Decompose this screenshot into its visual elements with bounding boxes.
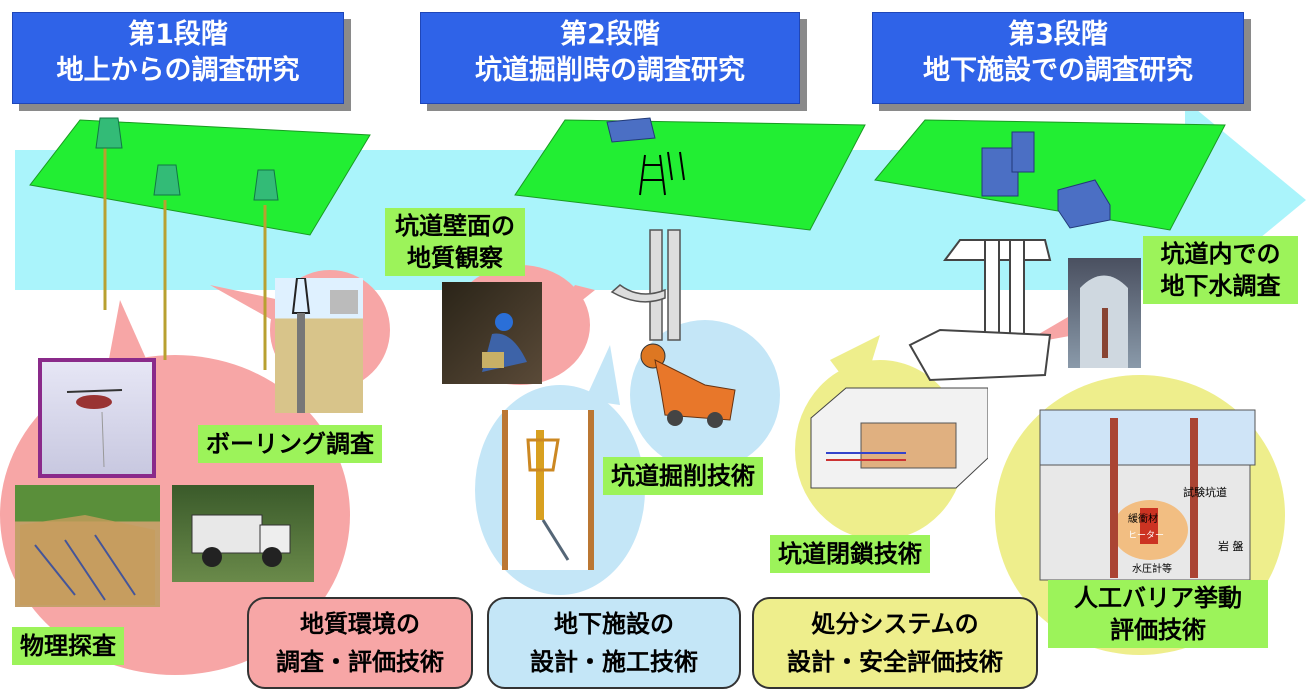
wall-observation-line1: 坑道壁面の — [395, 212, 515, 240]
helicopter-photo — [38, 358, 156, 478]
closure-tech-label: 坑道閉鎖技術 — [770, 535, 930, 573]
groundwater-line1: 坑道内での — [1160, 240, 1281, 268]
wall-observation-line2: 地質観察 — [407, 244, 503, 272]
stage-2-title: 第2段階 — [560, 19, 660, 50]
facility-buildings — [981, 131, 1111, 229]
category-geological-environment: 地質環境の 調査・評価技術 — [247, 597, 473, 689]
physical-survey-label: 物理探査 — [12, 627, 124, 665]
stage-1-subtitle: 地上からの調査研究 — [56, 55, 300, 86]
boring-diagram-photo — [275, 278, 363, 413]
category-1-line1: 地質環境の — [300, 610, 420, 638]
ground-plate-stage3 — [874, 119, 1226, 231]
stage-2-subtitle: 坑道掘削時の調査研究 — [475, 55, 745, 86]
category-underground-facility: 地下施設の 設計・施工技術 — [487, 597, 741, 689]
category-disposal-system: 処分システムの 設計・安全評価技術 — [752, 597, 1038, 689]
building-icon — [606, 117, 656, 143]
headframe-icon — [639, 151, 685, 196]
category-2-line1: 地下施設の — [554, 610, 674, 638]
stage-3-header: 第3段階 地下施設での調査研究 — [872, 12, 1244, 104]
shaft-structure — [610, 229, 681, 341]
tunnel-closure-diagram — [806, 378, 988, 498]
ground-plate-stage1 — [29, 119, 371, 236]
borehole-lines — [103, 148, 267, 370]
buffer-text: 緩衝材 — [1128, 514, 1158, 525]
stage-3-title: 第3段階 — [1008, 19, 1108, 50]
excavation-tech-label: 坑道掘削技術 — [603, 457, 763, 495]
survey-vehicle-photo — [172, 485, 314, 582]
category-3-line2: 設計・安全評価技術 — [787, 648, 1003, 676]
heater-text: ヒーター — [1128, 531, 1165, 541]
groundwater-tunnel-photo — [1068, 258, 1141, 368]
barrier-line1: 人工バリア挙動 — [1074, 584, 1242, 612]
stage-1-header: 第1段階 地上からの調査研究 — [12, 12, 344, 104]
tunnel-boring-machine-photo — [635, 340, 745, 432]
ground-plate-stage2 — [514, 119, 866, 231]
boring-survey-label: ボーリング調査 — [198, 425, 382, 463]
category-1-line2: 調査・評価技術 — [276, 648, 444, 676]
wall-observation-label: 坑道壁面の 地質観察 — [385, 208, 525, 276]
stage-3-subtitle: 地下施設での調査研究 — [923, 55, 1193, 86]
underground-tunnel-model — [908, 239, 1052, 382]
barrier-line2: 評価技術 — [1110, 616, 1206, 644]
category-2-line2: 設計・施工技術 — [530, 648, 698, 676]
wall-observation-photo — [442, 282, 542, 384]
stage-2-header: 第2段階 坑道掘削時の調査研究 — [420, 12, 800, 104]
category-3-line1: 処分システムの — [811, 610, 979, 638]
rock-text: 岩 盤 — [1218, 540, 1244, 553]
test-tunnel-text: 試験坑道 — [1183, 486, 1227, 499]
groundwater-label: 坑道内での 地下水調査 — [1143, 236, 1298, 304]
groundwater-line2: 地下水調査 — [1160, 272, 1281, 300]
geophysical-survey-photo — [15, 485, 160, 607]
piezometer-text: 水圧計等 — [1132, 564, 1172, 575]
barrier-label: 人工バリア挙動 評価技術 — [1048, 580, 1268, 648]
shaft-cross-section-photo — [502, 410, 594, 570]
stage-1-title: 第1段階 — [128, 19, 228, 50]
drill-tower-icons — [95, 117, 279, 201]
